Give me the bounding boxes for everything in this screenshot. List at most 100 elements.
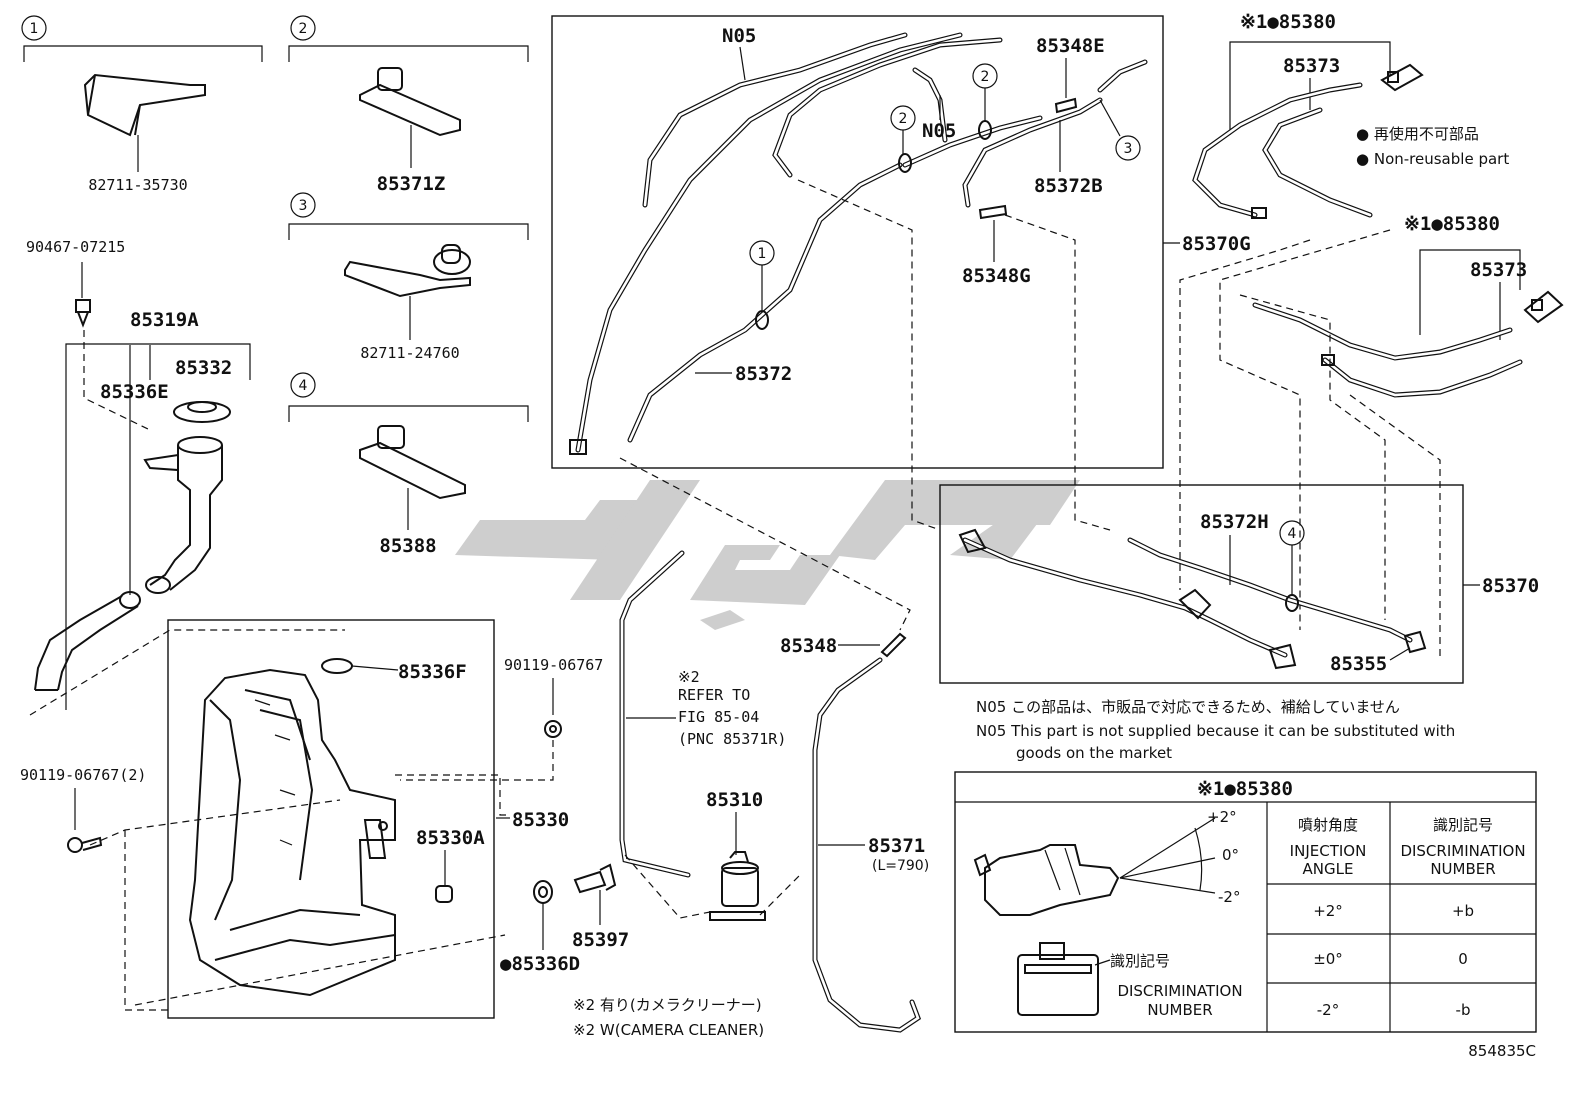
callout-number: 4 [299, 378, 308, 394]
joint-85348g [978, 204, 1008, 220]
callout-group-2: 2 85371Z [288, 15, 529, 195]
part-label: 82711-35730 [88, 176, 187, 194]
clip-ring [1285, 594, 1299, 612]
row-angle: +2° [1313, 902, 1343, 920]
callout-circle [290, 15, 316, 41]
hoses-85373-b [1252, 302, 1523, 398]
part-label: 85372B [1034, 175, 1103, 197]
joint-85348 [880, 632, 907, 658]
part-label: 85348 [780, 635, 837, 657]
callout-number: 3 [1124, 141, 1133, 157]
clip-ring [898, 153, 912, 173]
header-disc-en2: NUMBER [1430, 860, 1495, 878]
header-injection-jp: 噴射角度 [1298, 816, 1358, 834]
part-shape-85371z [359, 67, 461, 168]
hose-end [1268, 643, 1297, 670]
upper-hose-box [551, 15, 1164, 469]
part-label: 85388 [379, 535, 436, 557]
refer-note-line2: REFER TO [678, 686, 750, 704]
watermark-logo [455, 480, 1080, 630]
table-title: ※1●85380 [1197, 778, 1293, 800]
part-label: 90119-06767(2) [20, 766, 146, 784]
fig-disc-en1: DISCRIMINATION [1117, 982, 1242, 1000]
callout-circle [290, 192, 316, 218]
part-label: 85397 [572, 929, 629, 951]
part-label: 85330 [512, 809, 569, 831]
filler-neck [34, 436, 223, 691]
part-label: 85355 [1330, 653, 1387, 675]
part-label-n05: N05 [922, 120, 956, 142]
part-label: 85332 [175, 357, 232, 379]
row-mark: 0 [1458, 950, 1468, 968]
nozzle-85380-a [1380, 63, 1424, 92]
check-valve-85355 [1403, 630, 1427, 654]
part-label: 85310 [706, 789, 763, 811]
nozzle-85380-b [1523, 290, 1564, 324]
clip-ring [755, 310, 769, 330]
nozzle-angle-figure: +2° 0° -2° [973, 808, 1240, 916]
nut-icon [544, 720, 562, 738]
refer-note-line3: FIG 85-04 [678, 708, 759, 726]
part-label: 85348E [1036, 35, 1105, 57]
hose-end [1251, 207, 1267, 219]
part-label: 82711-24760 [360, 344, 459, 362]
header-injection-en1: INJECTION [1290, 842, 1367, 860]
camera-cleaner-hose [619, 550, 691, 878]
callout-number: 1 [30, 21, 39, 37]
part-label: 85373 [1283, 55, 1340, 77]
part-label: ※1●85380 [1240, 11, 1336, 33]
fig-disc-en2: NUMBER [1147, 1001, 1212, 1019]
callout-number: 1 [758, 246, 767, 262]
row-angle: -2° [1317, 1001, 1339, 1019]
part-label: 85372H [1200, 511, 1269, 533]
part-label: 90467-07215 [26, 238, 125, 256]
callout-circle [21, 15, 47, 41]
part-label: ●85336D [500, 953, 580, 975]
part-label-n05: N05 [722, 25, 756, 47]
callout-circle [1115, 135, 1141, 161]
part-label: 85336F [398, 661, 467, 683]
hoses-85373-a [1192, 82, 1373, 218]
hose-end [1321, 354, 1335, 366]
legend-jp: ● 再使用不可部品 [1356, 125, 1479, 143]
part-label: 85348G [962, 265, 1031, 287]
grommet-icon [435, 885, 453, 903]
callout-number: 3 [299, 198, 308, 214]
figure-code: 854835C [1468, 1042, 1536, 1060]
part-label: 85373 [1470, 259, 1527, 281]
grommet-85336d [533, 880, 553, 904]
header-disc-en1: DISCRIMINATION [1400, 842, 1525, 860]
hose-85371 [812, 657, 922, 1033]
row-angle: ±0° [1313, 950, 1343, 968]
hose-85372h [962, 537, 1413, 658]
row-mark: -b [1456, 1001, 1471, 1019]
part-shape-82711-35730 [83, 73, 206, 172]
callout-number: 2 [299, 21, 308, 37]
legend-en: ● Non-reusable part [1356, 150, 1509, 168]
washer-tank [188, 658, 396, 997]
bolt-icon [67, 836, 103, 853]
nozzle-end [569, 439, 587, 455]
camera-note-jp: ※2 有り(カメラクリーナー) [573, 996, 762, 1014]
part-label: 85372 [735, 363, 792, 385]
refer-note-line4: (PNC 85371R) [678, 730, 786, 748]
callout-group-4: 4 85388 [288, 372, 529, 557]
n05-note-jp: N05 この部品は、市販品で対応できるため、補給していません [976, 698, 1400, 716]
callout-number: 2 [899, 111, 908, 127]
part-label: 85371Z [377, 173, 446, 195]
n05-note-en1: N05 This part is not supplied because it… [976, 722, 1455, 740]
connector-85397 [573, 863, 617, 894]
part-label: 85319A [130, 309, 199, 331]
part-label: 85370G [1182, 233, 1251, 255]
callout-number: 2 [981, 69, 990, 85]
part-length: (L=790) [872, 858, 929, 874]
part-shape-85388 [359, 425, 466, 530]
part-label: 85371 [868, 835, 925, 857]
fig-plus2: +2° [1207, 808, 1237, 826]
refer-note-line1: ※2 [678, 668, 700, 686]
part-label: 85336E [100, 381, 169, 403]
header-disc-jp: 識別記号 [1433, 816, 1493, 834]
part-shape-82711-24760 [344, 244, 471, 340]
part-label: 85330A [416, 827, 485, 849]
